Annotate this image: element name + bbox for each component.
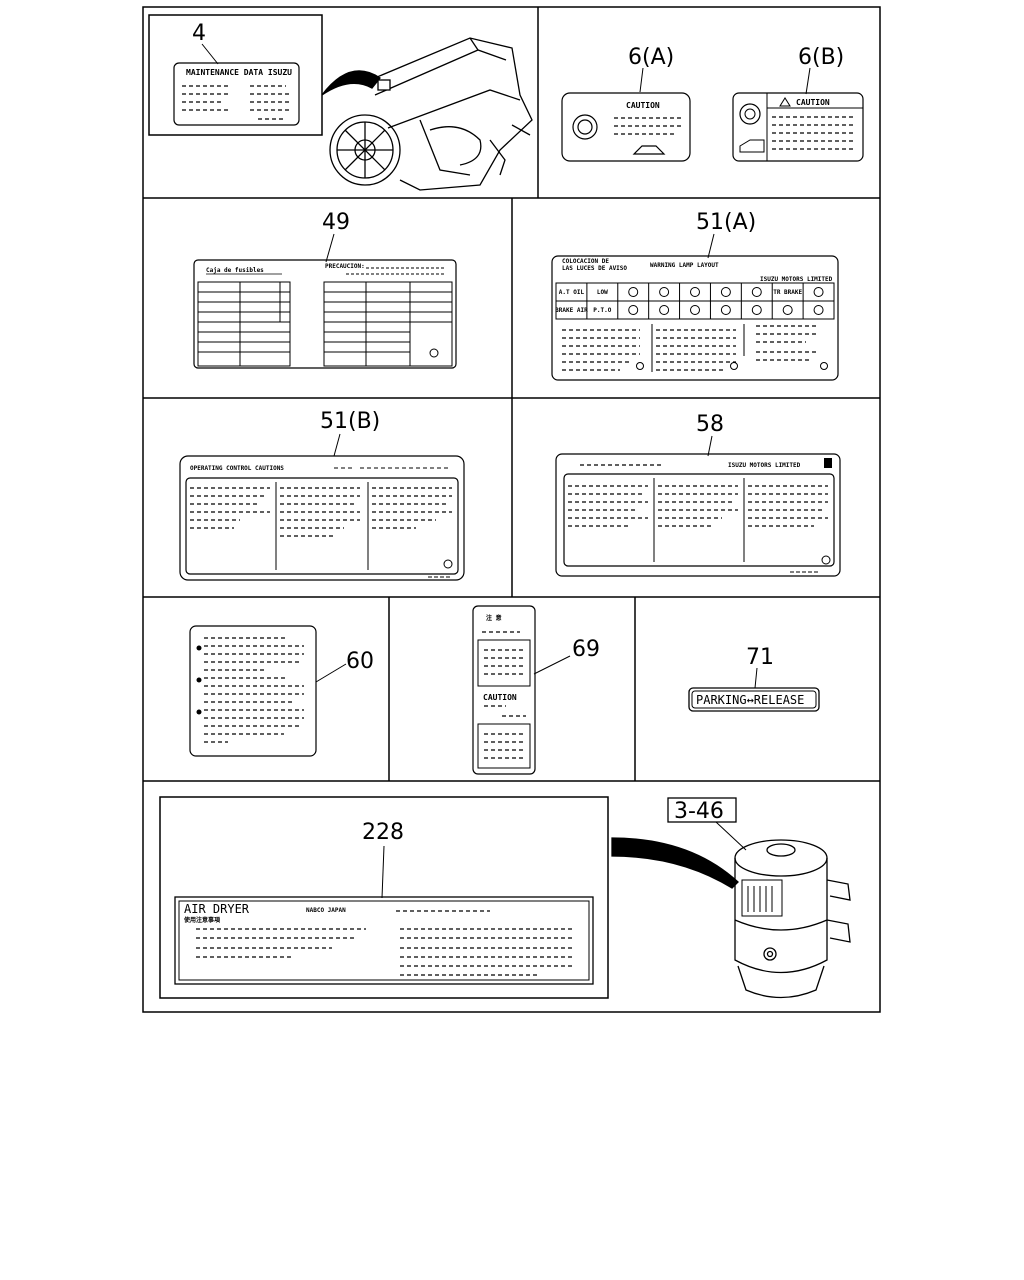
caja-fusibles-label: Caja de fusibles — [206, 267, 264, 274]
operating-cautions-label: OPERATING CONTROL CAUTIONS — [190, 465, 284, 472]
warning-lamp-cells: A.T OIL BRAKE AIR LOW P.T.O TR BRAKE — [555, 287, 824, 315]
lamp-symbol-icon — [659, 287, 670, 297]
lamp-symbol-icon — [813, 305, 824, 315]
warning-lamp-text-lines — [562, 325, 816, 371]
label-58: 58 ISUZU MOTORS LIMITED — [555, 412, 841, 577]
lamp-symbol-icon — [720, 287, 731, 297]
caution-6a-lines — [614, 117, 682, 135]
caution-6b-label: CAUTION — [796, 98, 830, 107]
label-60: 60 — [189, 625, 374, 757]
label-69: 注 意 CAUTION 69 — [472, 605, 600, 775]
callout-69: 69 — [572, 637, 600, 662]
lamp-cell-label: LOW — [597, 289, 608, 296]
lamp-cell-label: BRAKE AIR — [555, 307, 588, 314]
label-69-kanji: 注 意 — [486, 614, 502, 622]
air-dryer-ribs — [747, 886, 773, 912]
maintenance-text-lines — [182, 85, 290, 120]
colocacion-label-1: COLOCACION DE — [562, 258, 609, 265]
lamp-symbol-icon — [690, 287, 700, 297]
warning-lamp-columns — [586, 283, 804, 319]
lamp-symbol-icon — [813, 287, 824, 297]
label-60-text-lines — [204, 637, 304, 743]
operating-text-lines — [190, 487, 452, 537]
diagram-grid — [142, 6, 881, 1013]
callout-3-46: 3-46 — [674, 799, 724, 824]
warning-lamp-grid — [555, 282, 835, 320]
caution-6b-lines — [772, 116, 856, 150]
warning-lamp-layout-label: WARNING LAMP LAYOUT — [650, 262, 719, 269]
label-4-panel: 4 MAINTENANCE DATA ISUZU — [148, 14, 323, 136]
parking-release-label: PARKING↔RELEASE — [696, 693, 804, 707]
fuse-grid-left — [197, 281, 291, 367]
precaucion-label: PRECAUCION: — [325, 263, 365, 270]
colocacion-label-2: LAS LUCES DE AVISO — [562, 265, 627, 272]
label-71: 71 PARKING↔RELEASE — [688, 645, 820, 712]
maintenance-data-label: MAINTENANCE DATA ISUZU — [186, 68, 292, 77]
label-228-panel: 228 AIR DRYER 使用注意事項 NABCO JAPAN — [159, 796, 609, 999]
lamp-symbol-icon — [751, 305, 762, 315]
isuzu-ltd-small-label: ISUZU MOTORS LIMITED — [760, 276, 833, 283]
lamp-symbol-icon — [751, 287, 762, 297]
label-51b: 51(B) OPERATING CONTROL CAUTIONS — [179, 409, 465, 581]
callout-228: 228 — [362, 820, 404, 845]
lamp-cell-label: P.T.O — [593, 307, 611, 314]
engine-illustration — [321, 37, 533, 191]
lamp-cell-label: A.T OIL — [559, 289, 585, 296]
label-49: 49 Caja de fusibles PRECAUCION: — [193, 210, 457, 369]
lamp-cell-label: TR BRAKE — [773, 289, 802, 296]
callout-51a: 51(A) — [696, 210, 756, 235]
label-69-upper-lines — [484, 649, 526, 675]
lamp-symbol-icon — [628, 287, 639, 297]
isuzu-ltd-label: ISUZU MOTORS LIMITED — [728, 462, 801, 469]
precaucion-lines — [346, 267, 446, 275]
callout-71: 71 — [746, 645, 774, 670]
air-dryer-text-lines — [196, 910, 574, 976]
lamp-symbol-icon — [628, 305, 639, 315]
lamp-symbol-icon — [782, 305, 793, 315]
callout-60: 60 — [346, 649, 374, 674]
callout-6a: 6(A) — [628, 45, 674, 70]
caution-6a-label: CAUTION — [626, 101, 660, 110]
air-dryer-kanji: 使用注意事項 — [183, 916, 221, 924]
label-6a: 6(A) CAUTION — [561, 45, 691, 162]
label-69-lower-lines — [484, 733, 526, 759]
callout-51b: 51(B) — [320, 409, 380, 434]
label-6b: 6(B) CAUTION — [732, 45, 864, 162]
nabco-label: NABCO JAPAN — [306, 907, 346, 914]
air-dryer-label: AIR DRYER — [184, 902, 250, 916]
fuse-grid-right — [323, 281, 453, 367]
air-dryer-illustration: 3-46 — [611, 797, 851, 999]
callout-58: 58 — [696, 412, 724, 437]
callout-6b: 6(B) — [798, 45, 844, 70]
caution-69-label: CAUTION — [483, 693, 517, 702]
label-51a: 51(A) COLOCACION DE LAS LUCES DE AVISO W… — [551, 210, 839, 381]
label-58-text-lines — [568, 485, 828, 527]
lamp-symbol-icon — [659, 305, 670, 315]
callout-49: 49 — [322, 210, 350, 235]
lamp-symbol-icon — [720, 305, 731, 315]
callout-4: 4 — [192, 21, 206, 46]
lamp-symbol-icon — [690, 305, 700, 315]
